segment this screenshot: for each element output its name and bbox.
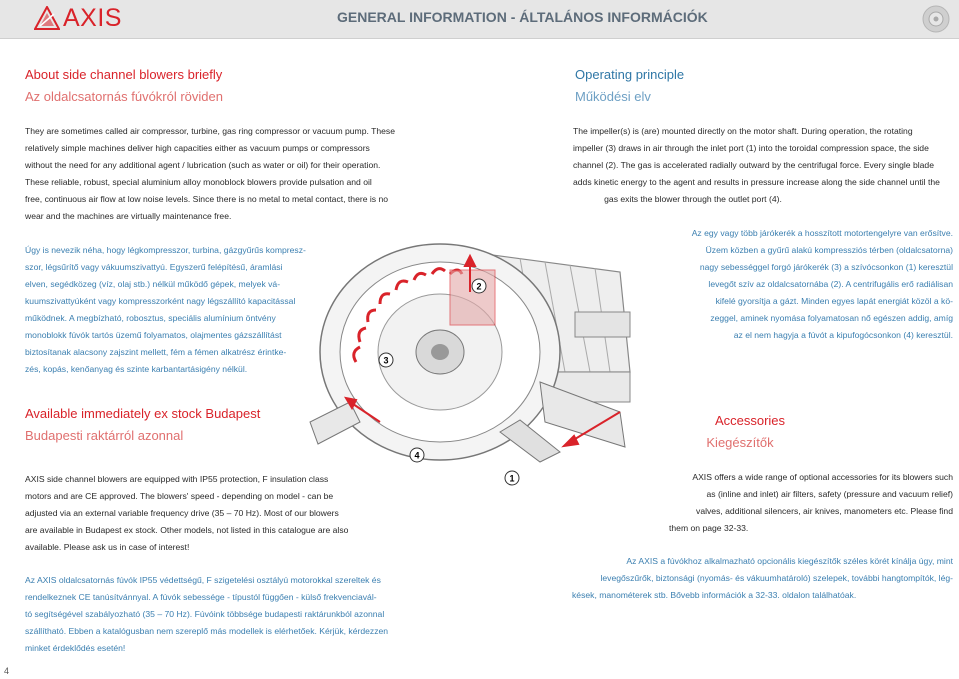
text-line: them on page 32-33. xyxy=(669,523,749,533)
text-line: levegőszűrők, biztonsági (nyomás- és vák… xyxy=(600,573,953,583)
text-line: Az AXIS oldalcsatornás fúvók IP55 védett… xyxy=(25,575,381,585)
text-line: AXIS side channel blowers are equipped w… xyxy=(25,474,329,484)
text-line: free, continuous air flow at low noise l… xyxy=(25,194,389,204)
text-line: az el nem hagyja a fúvót a kipufogócsonk… xyxy=(733,330,953,340)
about-text-en: They are sometimes called air compressor… xyxy=(25,123,415,225)
operating-title-hu: Működési elv xyxy=(575,89,651,104)
text-line: zés, kopás, kenőanyag és szinte karbanta… xyxy=(25,364,248,374)
text-line: tó segítségével szabályozható (35 – 70 H… xyxy=(25,609,385,619)
axis-logo-icon xyxy=(34,6,60,30)
gear-icon xyxy=(922,5,950,33)
page-number: 4 xyxy=(4,666,10,676)
text-line: without the need for any additional agen… xyxy=(25,160,381,170)
text-line: are available in Budapest ex stock. Othe… xyxy=(25,525,349,535)
text-line: Az egy vagy több járókerék a hosszított … xyxy=(691,228,953,238)
header-bar xyxy=(0,0,959,39)
text-line: motors and are CE approved. The blowers'… xyxy=(25,491,334,501)
flow-arrows xyxy=(343,253,621,448)
text-line: elven, segédközeg (víz, olaj stb.) nélkü… xyxy=(25,279,281,289)
stock-title-hu: Budapesti raktárról azonnal xyxy=(25,428,184,443)
text-line: adjusted via an external variable freque… xyxy=(25,508,339,518)
text-line: kuumszivattyúként vagy kompresszorként n… xyxy=(25,296,296,306)
accessories-text-hu: Az AXIS a fúvókhoz alkalmazható opcionál… xyxy=(560,553,953,604)
about-text-hu: Úgy is nevezik néha, hogy légkompresszor… xyxy=(25,242,345,378)
stock-text-en: AXIS side channel blowers are equipped w… xyxy=(25,471,385,556)
text-line: Az AXIS a fúvókhoz alkalmazható opcionál… xyxy=(626,556,953,566)
text-line: The impeller(s) is (are) mounted directl… xyxy=(573,126,913,136)
text-line: These reliable, robust, special aluminiu… xyxy=(25,177,372,187)
text-line: biztosítanak alacsony zajszint mellett, … xyxy=(25,347,287,357)
label-2: 2 xyxy=(476,282,481,292)
logo-text: AXIS xyxy=(63,4,122,32)
text-line: adds kinetic energy to the agent and res… xyxy=(573,177,940,187)
label-4: 4 xyxy=(414,451,419,461)
text-line: kifelé gyorsítja a gázt. Minden egyes la… xyxy=(715,296,953,306)
text-line: kések, manométerek stb. Bővebb informáci… xyxy=(572,590,857,600)
text-line: relatively simple machines deliver high … xyxy=(25,143,370,153)
stock-title-en: Available immediately ex stock Budapest xyxy=(25,406,261,421)
text-line: működnek. A megbízható, robosztus, speci… xyxy=(25,313,276,323)
text-line: available. Please ask us in case of inte… xyxy=(25,542,190,552)
operating-title-en: Operating principle xyxy=(575,67,685,82)
text-line: rendelkeznek CE tanúsítvánnyal. A fúvók … xyxy=(25,592,377,602)
text-line: monoblokk fúvók tartós üzemű folyamatos,… xyxy=(25,330,282,340)
text-line: valves, additional silencers, air knives… xyxy=(696,506,953,516)
text-line: gas exits the blower through the outlet … xyxy=(604,194,782,204)
text-line: zeggel, aminek nyomása folyamatosan nő e… xyxy=(710,313,953,323)
text-line: They are sometimes called air compressor… xyxy=(25,126,396,136)
operating-text-en: The impeller(s) is (are) mounted directl… xyxy=(573,123,953,208)
operating-text-hu: Az egy vagy több járókerék a hosszított … xyxy=(620,225,953,344)
stock-text-hu: Az AXIS oldalcsatornás fúvók IP55 védett… xyxy=(25,572,420,657)
text-line: Úgy is nevezik néha, hogy légkompresszor… xyxy=(25,245,306,255)
text-line: szállítható. Ebben a katalógusban nem sz… xyxy=(25,626,389,636)
text-line: levegőt szív az oldalcsatornába (2). A c… xyxy=(708,279,953,289)
about-title-hu: Az oldalcsatornás fúvókról röviden xyxy=(25,89,223,104)
text-line: channel (2). The gas is accelerated radi… xyxy=(573,160,934,170)
text-line: minket érdeklődés esetén! xyxy=(25,643,126,653)
blower-diagram: 2 3 4 1 xyxy=(309,243,631,486)
page-title: GENERAL INFORMATION - ÁLTALÁNOS INFORMÁC… xyxy=(337,9,708,25)
text-line: as (inline and inlet) air filters, safet… xyxy=(706,489,953,499)
accessories-title-en: Accessories xyxy=(714,413,786,428)
label-3: 3 xyxy=(383,356,388,366)
accessories-title-hu: Kiegészítők xyxy=(706,435,774,450)
label-1: 1 xyxy=(509,474,514,484)
text-line: impeller (3) draws in air through the in… xyxy=(573,143,929,153)
text-line: szor, légsűrítő vagy vákuumszivattyú. Eg… xyxy=(25,262,283,272)
text-line: nagy sebességgel forgó járókerék (3) a s… xyxy=(699,262,953,272)
accessories-text-en: AXIS offers a wide range of optional acc… xyxy=(640,469,953,537)
text-line: AXIS offers a wide range of optional acc… xyxy=(692,472,953,482)
text-line: wear and the machines are virtually main… xyxy=(25,211,232,221)
diagram-labels: 2 3 4 1 xyxy=(378,278,520,486)
about-title-en: About side channel blowers briefly xyxy=(25,67,223,82)
text-line: Üzem közben a gyűrű alakú kompressziós t… xyxy=(705,245,953,255)
ports xyxy=(309,381,626,463)
